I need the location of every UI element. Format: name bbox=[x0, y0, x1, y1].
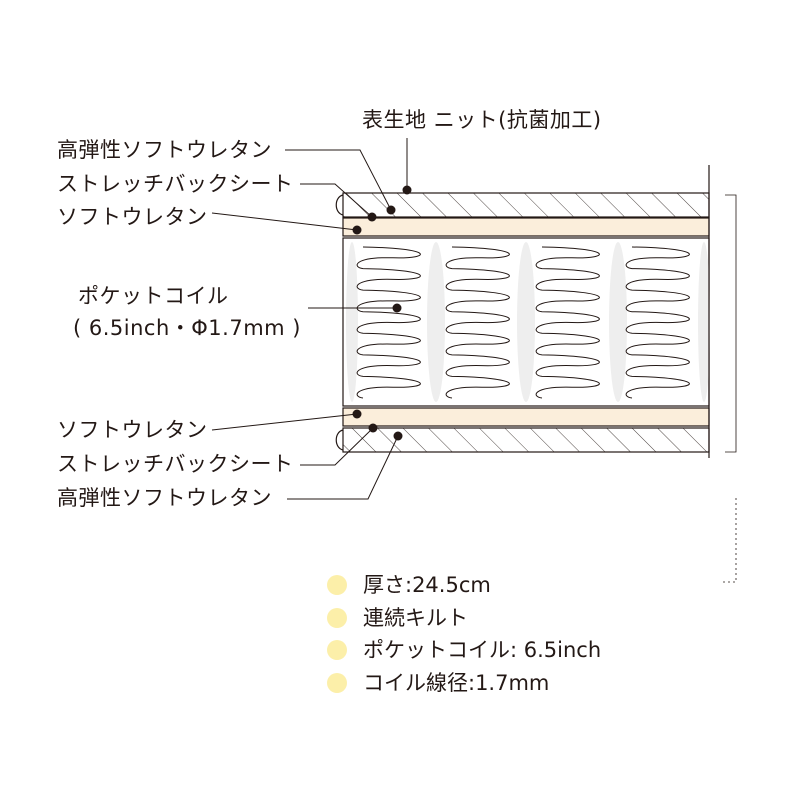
top-quilt-layer bbox=[335, 192, 710, 218]
label-bottom-high-resilience: 高弾性ソフトウレタン bbox=[57, 486, 272, 510]
coil-pocket-separator bbox=[346, 242, 358, 402]
dot-pocket-coil bbox=[392, 303, 402, 313]
label-top-stretch-sheet: ストレッチバックシート bbox=[57, 172, 294, 196]
spec-bullet-icon bbox=[327, 673, 347, 693]
dot-bottom-high-resilience bbox=[393, 431, 403, 441]
label-top-high-resilience: 高弾性ソフトウレタン bbox=[57, 138, 272, 162]
dotted-bracket bbox=[720, 498, 737, 583]
leader-bottom-stretch-sheet bbox=[300, 427, 374, 466]
spring-coil bbox=[445, 246, 510, 399]
pocket-coils bbox=[356, 246, 690, 399]
leader-top-high-resilience bbox=[285, 149, 392, 211]
bottom-quilt-layer bbox=[335, 427, 710, 453]
dot-top-stretch-sheet bbox=[367, 212, 377, 222]
spring-coil bbox=[356, 246, 421, 399]
label-top-soft-urethane: ソフトウレタン bbox=[57, 205, 208, 229]
spec-text: 連続キルト bbox=[363, 606, 468, 630]
dot-bottom-stretch-sheet bbox=[368, 423, 378, 433]
leader-lines bbox=[211, 138, 408, 500]
label-bottom-stretch-sheet: ストレッチバックシート bbox=[57, 452, 294, 476]
label-cover: 表生地 ニット(抗菌加工) bbox=[362, 108, 602, 132]
leader-bottom-soft-urethane bbox=[211, 413, 358, 431]
spec-text: 厚さ:24.5cm bbox=[363, 573, 491, 597]
coil-pocket-columns bbox=[346, 242, 710, 402]
spec-bullet-icon bbox=[327, 608, 347, 628]
bottom-soft-urethane-layer bbox=[342, 407, 710, 427]
spring-coil bbox=[535, 246, 600, 399]
label-pocket-coil-spec: ( 6.5inch・Φ1.7mm ) bbox=[73, 316, 301, 340]
height-bracket bbox=[725, 194, 737, 453]
spec-bullet-icon bbox=[327, 640, 347, 660]
leader-bottom-high-resilience bbox=[287, 435, 399, 500]
leader-top-stretch-sheet bbox=[300, 183, 373, 218]
leader-top-soft-urethane bbox=[211, 212, 358, 231]
coil-pocket-separator bbox=[698, 242, 710, 402]
spring-coil bbox=[625, 246, 690, 399]
dot-top-high-resilience bbox=[386, 205, 396, 215]
top-soft-urethane-layer bbox=[342, 217, 710, 237]
coil-pocket-separator bbox=[517, 242, 535, 402]
dot-cover bbox=[402, 185, 412, 195]
dot-top-soft-urethane bbox=[352, 225, 362, 235]
dot-bottom-soft-urethane bbox=[352, 409, 362, 419]
spec-text: ポケットコイル: 6.5inch bbox=[363, 638, 602, 662]
coil-pocket-separator bbox=[427, 242, 445, 402]
label-pocket-coil: ポケットコイル bbox=[78, 284, 229, 308]
coil-pocket-separator bbox=[609, 242, 627, 402]
label-bottom-soft-urethane: ソフトウレタン bbox=[57, 418, 208, 442]
spec-text: コイル線径:1.7mm bbox=[363, 671, 550, 695]
leader-dots bbox=[352, 185, 412, 441]
spec-bullet-icon bbox=[327, 575, 347, 595]
